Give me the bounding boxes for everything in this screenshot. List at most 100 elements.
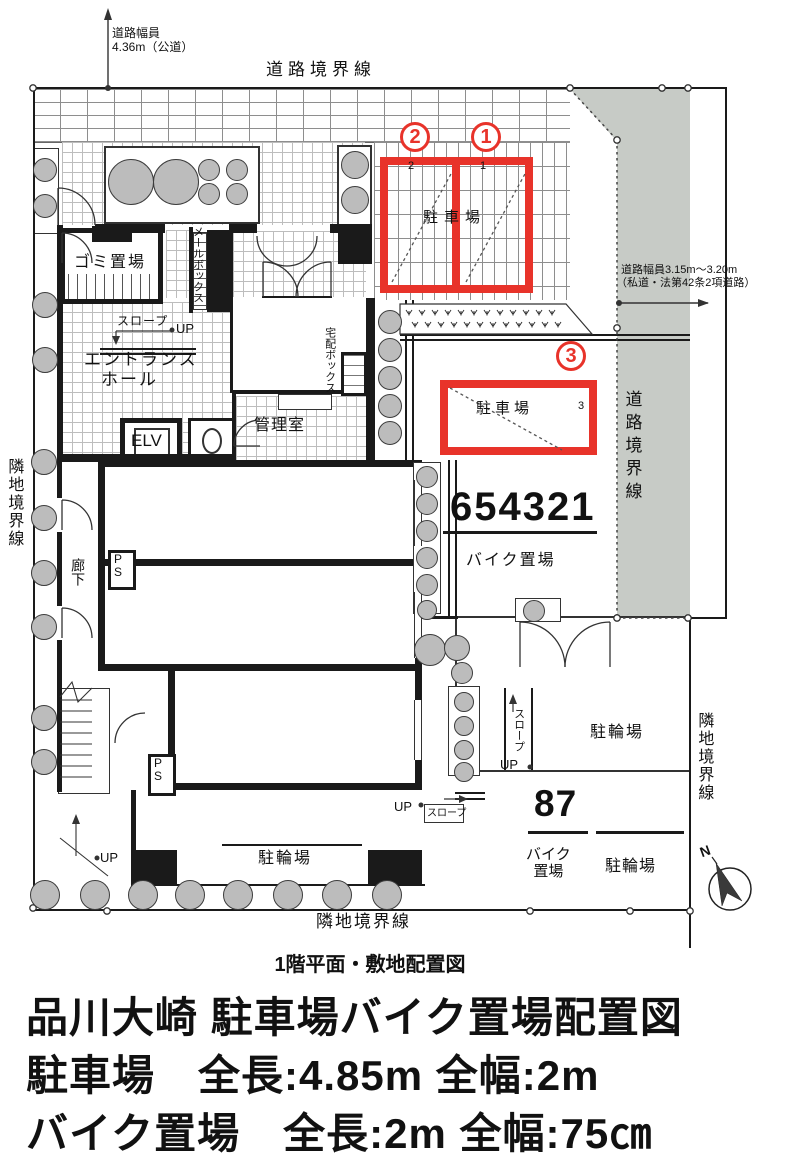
bush [416, 574, 438, 596]
wall-segment [528, 831, 588, 834]
wall-segment [57, 454, 235, 462]
wall-segment [400, 334, 690, 336]
wall-segment [100, 353, 196, 355]
dwelling-unit-b [98, 559, 422, 671]
wall-segment [689, 617, 727, 619]
elevator-label: ELV [131, 431, 162, 450]
bush [31, 560, 57, 586]
wall-segment [448, 460, 450, 618]
wall-segment [262, 296, 332, 298]
wall-segment [689, 617, 691, 948]
parking-badge-3: 3 [556, 341, 586, 371]
wall-segment [420, 616, 458, 619]
dwelling-unit-c [168, 664, 422, 790]
wall-segment [366, 298, 375, 462]
bicycle-room-se [455, 616, 691, 772]
road-boundary-right-label: 道路境界線 [622, 390, 642, 505]
ps-lower-label: PS [154, 756, 163, 784]
page-title: 品川大崎 駐車場バイク置場配置図 [26, 994, 683, 1041]
bush [341, 151, 369, 179]
ps-upper-label: PS [114, 552, 123, 580]
garbage-rack [68, 274, 156, 299]
adjacent-bottom-label: 隣地境界線 [316, 912, 411, 931]
mailbox-label: メールボックス [191, 226, 204, 303]
bike-space-numbers: 654321 [450, 485, 596, 529]
compass-n-label: N [697, 841, 713, 861]
wall-segment [455, 460, 457, 618]
parking3-label: 駐車場 [476, 400, 534, 417]
slope-box-bottom [424, 804, 464, 823]
bush [523, 600, 545, 622]
parking-badge-2: 2 [400, 122, 430, 152]
wall-segment [725, 88, 727, 618]
spec-parking: 駐車場 全長:4.85m 全幅:2m [26, 1052, 600, 1099]
corridor-label: 廊下 [70, 558, 87, 586]
dwelling-unit-a [98, 460, 422, 566]
road-width-right-label: 道路幅員3.15m〜3.20m （私道・法第42条2項道路） [616, 264, 756, 289]
bush [128, 880, 158, 910]
stairwell [58, 688, 110, 794]
wall-segment [100, 348, 196, 350]
bush [378, 366, 402, 390]
bike-count-87: 87 [534, 783, 578, 824]
bush [31, 505, 57, 531]
bush [414, 634, 446, 666]
delivery-box-label: 宅配ボックス [323, 327, 336, 393]
wall-segment [131, 790, 136, 886]
wall-segment [338, 226, 372, 264]
entrance-hall-label: エントランス ホール [84, 350, 198, 389]
parking12-label: 駐車場 [423, 209, 487, 226]
space-no-1: 1 [480, 160, 487, 172]
wall-segment [455, 798, 485, 800]
adjacent-right-label: 隣地境界線 [695, 712, 713, 802]
slope-bottom-label: スロープ [427, 808, 467, 819]
garbage-room-label: ゴミ置場 [74, 254, 147, 271]
space-no-3: 3 [578, 400, 585, 412]
bush [444, 635, 470, 661]
corridor-door-gap-2 [57, 606, 63, 640]
parking-badge-1: 1 [471, 122, 501, 152]
wall-segment [368, 850, 422, 886]
brick-paving-top [33, 89, 570, 143]
admin-room-label: 管理室 [254, 417, 306, 434]
wall-segment [504, 688, 506, 770]
up-bottom-label: UP [394, 799, 413, 814]
bush [416, 493, 438, 515]
bush [416, 466, 438, 488]
ps-shaft-lower [148, 754, 176, 796]
bicycle-ne-label: 駐輪場 [590, 724, 645, 741]
bush [80, 880, 110, 910]
up-stairs-label: UP [100, 850, 119, 865]
window-unit-b [414, 592, 422, 658]
bush [31, 705, 57, 731]
space-no-2: 2 [408, 160, 415, 172]
bush [30, 880, 60, 910]
admin-desk [278, 394, 332, 410]
bush [341, 186, 369, 214]
toilet-fixture [202, 428, 222, 454]
ps-shaft-upper [108, 550, 136, 590]
bush [378, 310, 402, 334]
up-right-label: UP [500, 757, 519, 772]
wall-segment [189, 227, 193, 313]
wall-segment [229, 224, 257, 233]
bush [454, 740, 474, 760]
wall-segment [412, 300, 414, 460]
wall-segment [33, 87, 727, 89]
bicycle-bottom-label: 駐輪場 [258, 850, 313, 867]
bush [31, 449, 57, 475]
slope-right-label: スロープ [512, 708, 525, 752]
mailbox-cells [193, 232, 207, 310]
delivery-box-unit [341, 352, 367, 396]
bush [198, 183, 220, 205]
bush [378, 394, 402, 418]
bush [273, 880, 303, 910]
adjacent-left-label: 隣地境界線 [5, 458, 23, 548]
bush [322, 880, 352, 910]
bush [223, 880, 253, 910]
wall-segment [531, 688, 533, 770]
wall-segment [455, 792, 485, 794]
bush [31, 614, 57, 640]
bush [372, 880, 402, 910]
